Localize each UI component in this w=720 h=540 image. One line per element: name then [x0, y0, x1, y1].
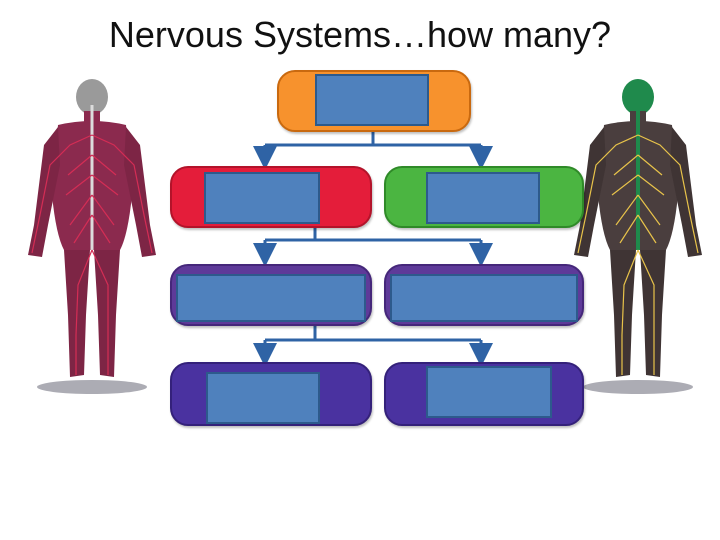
diagram-box-level2-left-label: [204, 172, 320, 224]
diagram-box-level2-left: [170, 166, 372, 228]
diagram-box-level3-left-label: [176, 274, 366, 322]
diagram-box-level2-right: [384, 166, 584, 228]
diagram-box-level3-right-label: [390, 274, 578, 322]
diagram-box-level4-right-label: [426, 366, 552, 418]
diagram-box-root-label: [315, 74, 429, 126]
diagram-box-level4-left: [170, 362, 372, 426]
slide-title: Nervous Systems…how many?: [108, 14, 612, 55]
diagram-box-level3-left: [170, 264, 372, 326]
human-figure-yellow-nervous-system-icon: [560, 75, 710, 395]
human-figure-red-nervous-system-icon: [20, 75, 170, 395]
diagram-box-level4-left-label: [206, 372, 320, 424]
diagram-box-root: [277, 70, 471, 132]
diagram-box-level3-right: [384, 264, 584, 326]
diagram-box-level4-right: [384, 362, 584, 426]
diagram-box-level2-right-label: [426, 172, 540, 224]
